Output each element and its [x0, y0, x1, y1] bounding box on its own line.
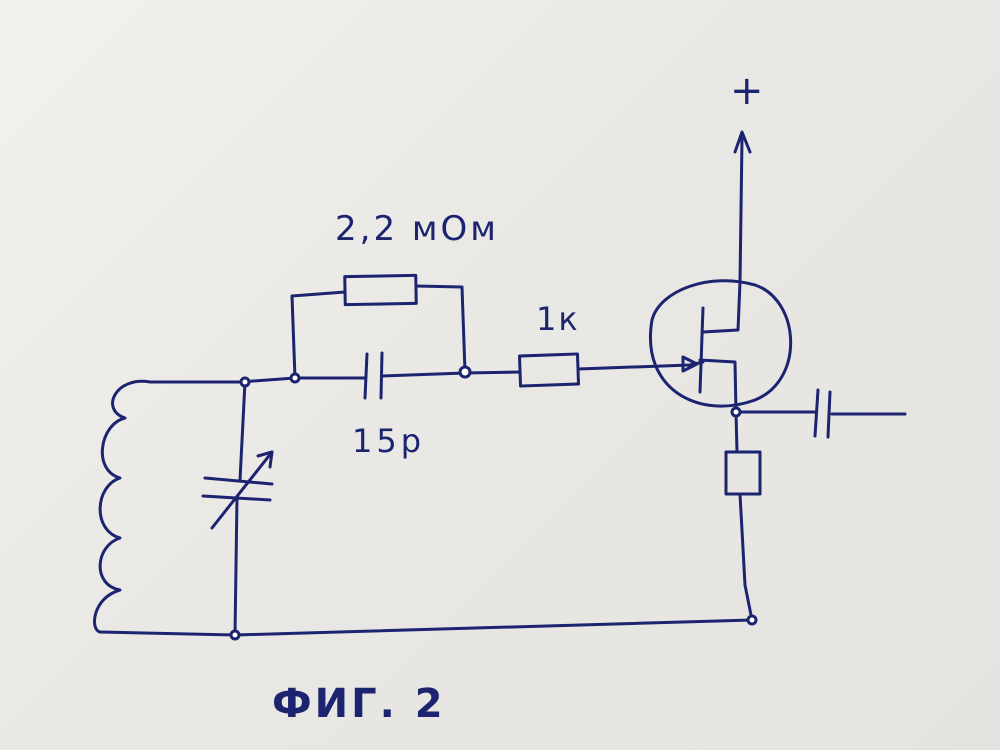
junction-dot — [746, 614, 758, 626]
junction-dot — [458, 365, 472, 379]
feedback-resistor — [343, 273, 418, 307]
junction-dot — [289, 372, 301, 384]
variable-capacitor-lead — [233, 380, 247, 637]
feedback-capacitor-label: 15р — [352, 422, 425, 460]
feedback-capacitor — [363, 351, 384, 400]
ground-wire — [98, 618, 754, 637]
source-wire — [734, 410, 754, 622]
supply-arrow — [733, 130, 752, 154]
fet-transistor — [649, 279, 793, 414]
figure-caption: ФИГ. 2 — [272, 681, 446, 727]
junction-dot — [730, 406, 742, 418]
junction-dot — [239, 376, 251, 388]
gate-resistor — [517, 352, 581, 388]
feedback-resistor-label: 2,2 мОм — [335, 209, 499, 249]
source-resistor — [724, 450, 762, 496]
drain-wire — [738, 136, 744, 284]
output-capacitor — [813, 388, 832, 439]
inductor-coil — [93, 379, 242, 634]
output-wire — [734, 410, 907, 416]
feedback-resistor-lead — [290, 284, 467, 380]
junction-dot — [229, 629, 241, 641]
supply-plus-label: + — [730, 68, 764, 114]
variable-capacitor — [201, 450, 274, 530]
gate-resistor-label: 1к — [536, 300, 580, 338]
